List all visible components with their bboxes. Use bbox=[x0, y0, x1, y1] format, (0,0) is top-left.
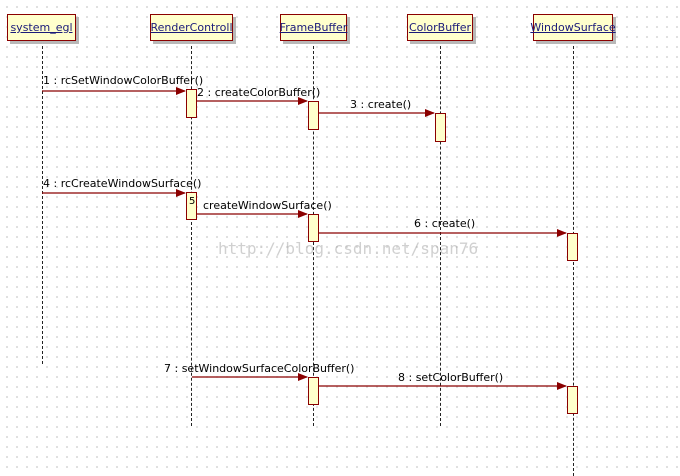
message-label-4: 4 : rcCreateWindowSurface() bbox=[43, 177, 202, 190]
activation-rendercontroll-2: 5 bbox=[186, 192, 197, 220]
message-label-7: 7 : setWindowSurfaceColorBuffer() bbox=[164, 362, 355, 375]
lifeline-line-rendercontroll bbox=[191, 41, 192, 426]
lifeline-windowsurface: WindowSurface bbox=[530, 14, 616, 41]
activation-rendercontroll-1 bbox=[186, 89, 197, 118]
lifeline-label: FrameBuffer bbox=[279, 21, 348, 34]
activation-framebuffer-3 bbox=[308, 377, 319, 405]
activation-number: 5 bbox=[189, 196, 196, 207]
lifeline-framebuffer: FrameBuffer bbox=[280, 14, 347, 41]
activation-windowsurface-2 bbox=[567, 386, 578, 414]
lifeline-line-system-egl bbox=[42, 41, 43, 364]
message-label-2: 2 : createColorBuffer() bbox=[197, 86, 321, 99]
lifeline-label: system_egl bbox=[10, 21, 73, 34]
activation-colorbuffer-1 bbox=[435, 113, 446, 142]
message-label-5: createWindowSurface() bbox=[203, 199, 332, 212]
message-label-1: 1 : rcSetWindowColorBuffer() bbox=[43, 74, 204, 87]
watermark-text: http://blog.csdn.net/span76 bbox=[218, 239, 479, 258]
message-label-6: 6 : create() bbox=[414, 217, 476, 230]
activation-windowsurface-1 bbox=[567, 233, 578, 261]
lifeline-label: RenderControll bbox=[150, 21, 233, 34]
message-label-3: 3 : create() bbox=[350, 98, 412, 111]
lifeline-system-egl: system_egl bbox=[7, 14, 76, 41]
message-label-8: 8 : setColorBuffer() bbox=[398, 371, 504, 384]
lifeline-colorbuffer: ColorBuffer bbox=[407, 14, 473, 41]
activation-framebuffer-1 bbox=[308, 101, 319, 130]
activation-framebuffer-2 bbox=[308, 214, 319, 242]
lifeline-label: WindowSurface bbox=[530, 21, 616, 34]
lifeline-rendercontroll: RenderControll bbox=[150, 14, 233, 41]
lifeline-label: ColorBuffer bbox=[408, 21, 472, 34]
